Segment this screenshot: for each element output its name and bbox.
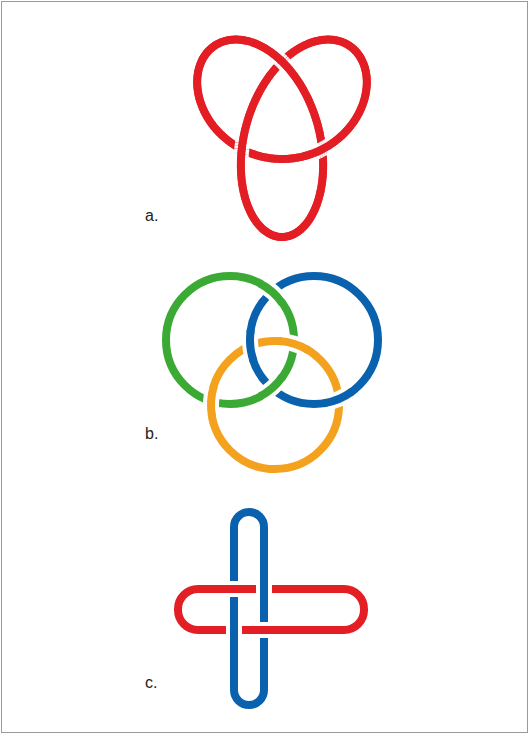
red-loop-over	[252, 626, 276, 634]
trefoil-strand	[249, 37, 251, 46]
figure-letter: a.	[145, 206, 158, 225]
crossing-gap	[351, 123, 352, 125]
blue-loop	[234, 512, 264, 705]
linked-loops	[178, 512, 364, 705]
ring-over	[211, 386, 214, 416]
blue-loop-over	[260, 577, 268, 601]
crossing-gap	[236, 193, 252, 195]
blue-loop-over	[230, 618, 238, 642]
crossing-gap	[249, 34, 251, 50]
trefoil-knot	[197, 40, 367, 237]
figure-letter: b.	[145, 424, 158, 443]
red-loop-over	[222, 585, 246, 593]
ring-over	[259, 377, 282, 397]
ring-over	[279, 341, 308, 350]
ring-over	[324, 391, 352, 403]
trefoil-strand	[240, 193, 249, 195]
trefoil-strand	[351, 123, 352, 125]
figure-letter: c.	[145, 673, 157, 692]
borromean-rings	[166, 276, 378, 469]
orange-ring	[211, 341, 339, 469]
ring-over	[259, 283, 282, 303]
ring-over	[250, 331, 254, 361]
